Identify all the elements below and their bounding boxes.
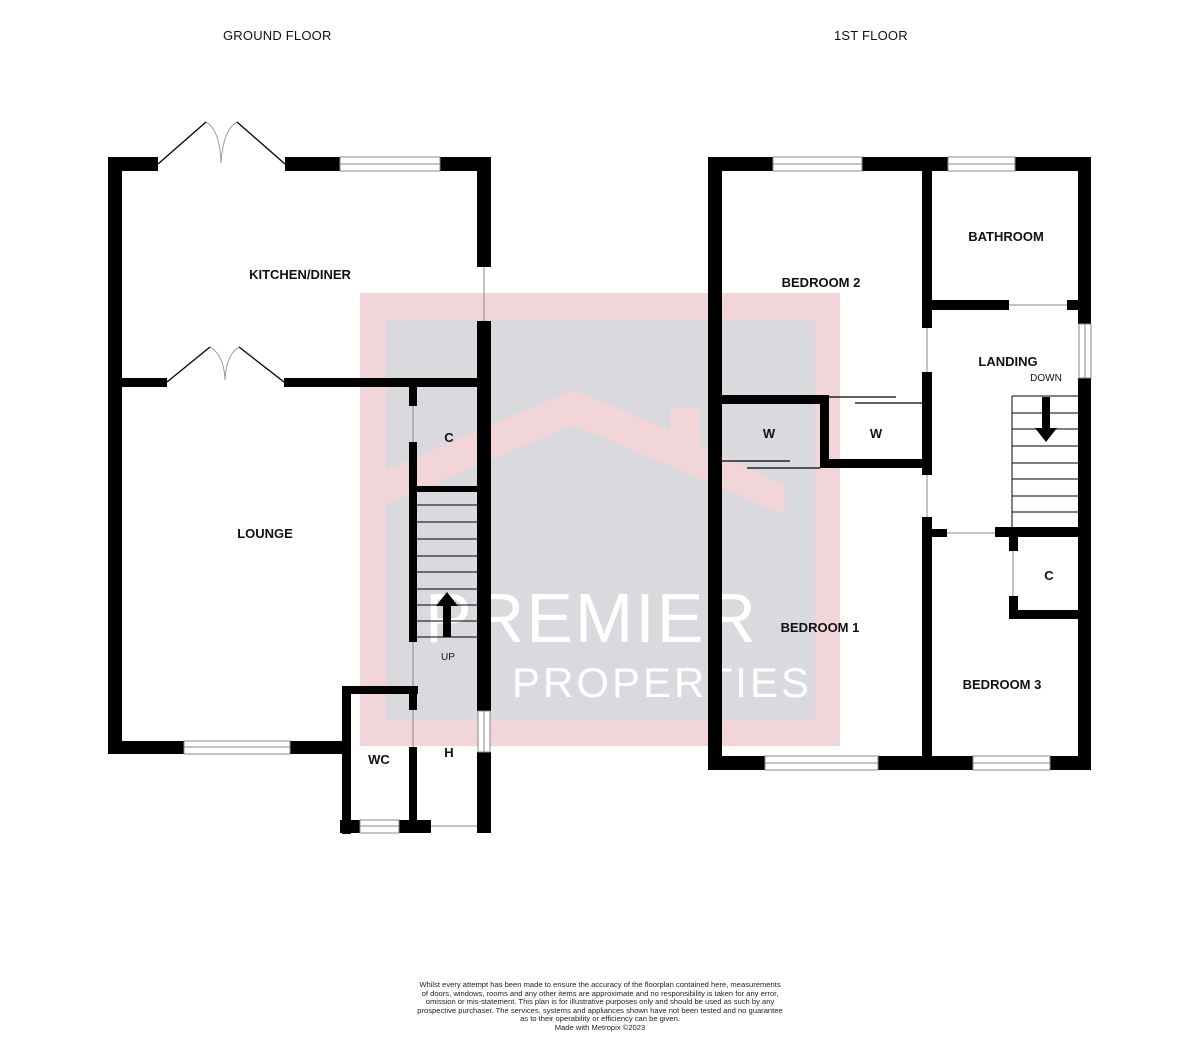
label-first-cupboard: C [1044, 568, 1054, 583]
wall [1078, 157, 1091, 324]
wall [284, 378, 484, 387]
ground-floor-plan [108, 157, 491, 834]
label-lounge: LOUNGE [237, 526, 293, 541]
wall [108, 157, 158, 171]
stair-arrow-shaft [1042, 397, 1050, 429]
label-wardrobe-2: W [870, 426, 883, 441]
arrow-up-icon [436, 592, 458, 606]
door-leaf [157, 121, 207, 165]
disclaimer: Whilst every attempt has been made to en… [390, 980, 810, 1033]
wall [1009, 596, 1018, 618]
label-ground-cupboard: C [444, 430, 454, 445]
disclaimer-credit: Made with Metropix ©2023 [554, 1022, 646, 1032]
label-wc: WC [368, 752, 390, 767]
wall [922, 157, 932, 328]
disclaimer-line: prospective purchaser. The services, sys… [417, 1005, 783, 1015]
label-bedroom-1: BEDROOM 1 [781, 620, 860, 635]
ground-stairs [417, 504, 477, 638]
wall [995, 527, 1091, 537]
door-leaf [236, 121, 286, 165]
wall [409, 686, 417, 710]
wall [1050, 756, 1091, 770]
watermark-text-premier: PREMIER [425, 579, 758, 657]
wall [290, 741, 344, 754]
ground-floor-title: GROUND FLOOR [223, 28, 332, 43]
french-doors [157, 121, 286, 383]
watermark-text-properties: PROPERTIES [512, 659, 812, 706]
label-hall: H [444, 745, 453, 760]
disclaimer-line: as to their operability or efficiency ca… [520, 1014, 680, 1024]
wall [820, 459, 930, 468]
disclaimer-line: omission or mis-statement. This plan is … [425, 997, 775, 1007]
wall [1067, 300, 1081, 310]
wall [708, 756, 765, 770]
first-floor-plan [708, 157, 1091, 770]
wall [820, 395, 829, 468]
wall [878, 756, 973, 770]
wall [922, 300, 1009, 310]
door-swing [205, 121, 222, 164]
door-leaf [166, 346, 211, 383]
watermark-roof-icon [386, 390, 785, 515]
label-bathroom: BATHROOM [968, 229, 1044, 244]
wall [1078, 378, 1091, 770]
wall [708, 157, 773, 171]
wall [922, 372, 932, 475]
wall [1015, 157, 1091, 171]
wall [1009, 535, 1018, 551]
label-stairs-up: UP [441, 652, 455, 663]
wall [342, 686, 351, 834]
ground-floor-windows [183, 156, 491, 834]
stair-arrow-shaft [443, 605, 451, 637]
wall [922, 529, 947, 537]
wall [409, 747, 417, 833]
door-leaf [238, 346, 285, 383]
first-floor-title: 1ST FLOOR [834, 28, 908, 43]
label-wardrobe-1: W [763, 426, 776, 441]
door-swing [220, 121, 238, 164]
wall [108, 741, 184, 754]
wall [108, 378, 167, 387]
wall [417, 486, 479, 492]
wall [409, 442, 417, 642]
label-kitchen-diner: KITCHEN/DINER [249, 267, 351, 282]
label-stairs-down: DOWN [1030, 373, 1062, 384]
disclaimer-line: Whilst every attempt has been made to en… [419, 980, 781, 989]
watermark: PREMIER PROPERTIES [360, 293, 840, 746]
door-swing [224, 346, 240, 381]
wall [477, 752, 491, 833]
door-swing [209, 346, 226, 381]
wall [477, 157, 491, 267]
wall [720, 395, 828, 404]
label-bedroom-2: BEDROOM 2 [782, 275, 861, 290]
first-floor-stairs [1011, 395, 1078, 527]
label-landing: LANDING [978, 354, 1037, 369]
first-floor-windows [764, 156, 1092, 771]
wall [1009, 610, 1081, 619]
disclaimer-line: of doors, windows, rooms and any other i… [421, 988, 779, 998]
room-labels: KITCHEN/DINER LOUNGE C UP WC H BEDROOM 2… [237, 229, 1062, 767]
label-bedroom-3: BEDROOM 3 [963, 677, 1042, 692]
wall [342, 686, 418, 694]
wall [708, 157, 722, 770]
wall [399, 820, 431, 833]
wall [477, 321, 491, 711]
wall [108, 157, 122, 753]
wardrobe-sliding-doors [720, 396, 922, 469]
wall [340, 820, 360, 833]
wall [285, 157, 340, 171]
wall [409, 380, 417, 406]
wall [862, 157, 948, 171]
wall [922, 517, 932, 770]
arrow-down-icon [1035, 428, 1057, 442]
